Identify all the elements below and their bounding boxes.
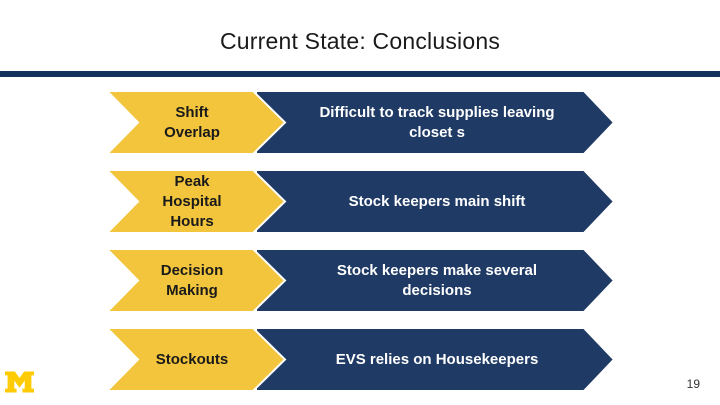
cause-chevron-shape: [104, 248, 287, 313]
conclusion-text: Difficult to track supplies leaving clos…: [319, 103, 555, 141]
michigan-block-m-logo: [5, 371, 34, 393]
cause-chevron-shape: [104, 90, 287, 155]
conclusion-text: EVS relies on Housekeepers: [335, 350, 539, 368]
chevron-arrows-graphic: [104, 90, 616, 155]
conclusion-text: Stock keepers main shift: [348, 192, 526, 210]
process-row: Shift Overlap Difficult to track supplie…: [0, 90, 720, 155]
process-row: Stockouts EVS relies on Housekeepers: [0, 327, 720, 392]
conclusion-text: Stock keepers make several decisions: [336, 261, 538, 299]
page-number: 19: [686, 377, 700, 391]
chevron-arrows-graphic: [104, 327, 616, 392]
title-divider-rule: [0, 71, 720, 77]
process-row: Peak Hospital Hours Stock keepers main s…: [0, 169, 720, 234]
cause-label: Peak Hospital Hours: [162, 172, 222, 230]
chevron-arrows-graphic: [104, 169, 616, 234]
slide-title: Current State: Conclusions: [219, 28, 501, 54]
block-m-shape: [5, 371, 34, 393]
chevron-arrows-graphic: [104, 248, 616, 313]
cause-label: Stockouts: [155, 350, 229, 368]
cause-chevron-shape: [104, 169, 287, 234]
cause-chevron-shape: [104, 327, 287, 392]
process-row: Decision Making Stock keepers make sever…: [0, 248, 720, 313]
cause-label: Decision Making: [160, 261, 224, 299]
cause-label: Shift Overlap: [164, 103, 220, 141]
